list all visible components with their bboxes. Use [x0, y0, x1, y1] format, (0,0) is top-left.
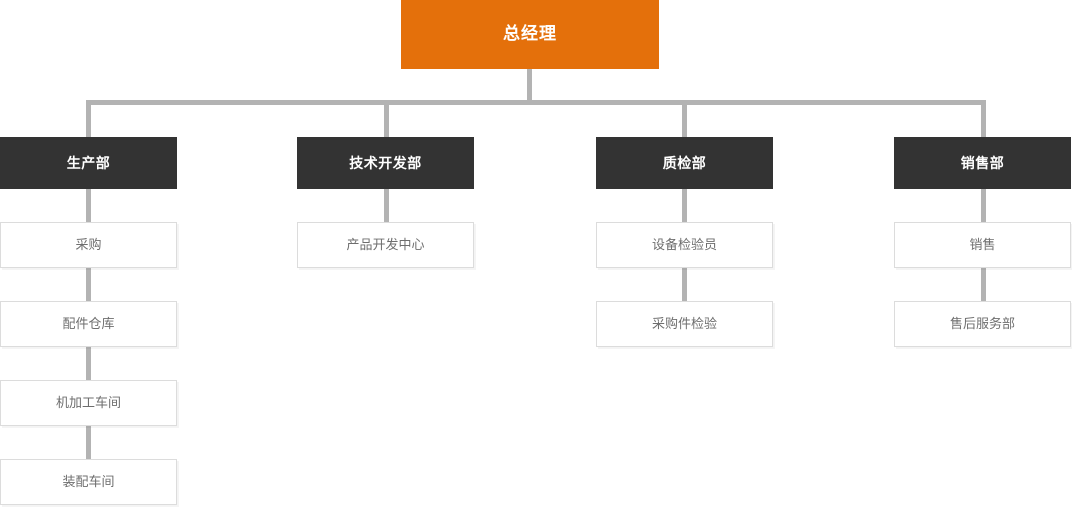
- connector-drop-dept-4: [981, 100, 986, 137]
- connector-col2-seg1: [384, 189, 389, 222]
- connector-root-stem: [527, 69, 532, 104]
- connector-col3-seg2: [682, 268, 687, 301]
- connector-col1-seg4: [86, 426, 91, 459]
- node-leaf-product-development-center[interactable]: 产品开发中心: [297, 222, 474, 268]
- connector-drop-dept-1: [86, 100, 91, 137]
- node-dept-quality-inspection[interactable]: 质检部: [596, 137, 773, 189]
- node-leaf-after-sales-service[interactable]: 售后服务部: [894, 301, 1071, 347]
- node-dept-tech-development[interactable]: 技术开发部: [297, 137, 474, 189]
- node-leaf-parts-warehouse[interactable]: 配件仓库: [0, 301, 177, 347]
- node-dept-sales[interactable]: 销售部: [894, 137, 1071, 189]
- node-leaf-equipment-inspector[interactable]: 设备检验员: [596, 222, 773, 268]
- node-leaf-purchased-parts-inspection[interactable]: 采购件检验: [596, 301, 773, 347]
- node-leaf-procurement[interactable]: 采购: [0, 222, 177, 268]
- connector-col1-seg3: [86, 347, 91, 380]
- connector-horizontal-bus: [86, 100, 986, 105]
- connector-drop-dept-2: [384, 100, 389, 137]
- connector-col3-seg1: [682, 189, 687, 222]
- node-leaf-assembly-workshop[interactable]: 装配车间: [0, 459, 177, 505]
- connector-col4-seg2: [981, 268, 986, 301]
- node-leaf-machining-workshop[interactable]: 机加工车间: [0, 380, 177, 426]
- node-dept-production[interactable]: 生产部: [0, 137, 177, 189]
- node-root-general-manager[interactable]: 总经理: [401, 0, 659, 69]
- connector-col1-seg2: [86, 268, 91, 301]
- connector-col4-seg1: [981, 189, 986, 222]
- node-leaf-sales[interactable]: 销售: [894, 222, 1071, 268]
- connector-col1-seg1: [86, 189, 91, 222]
- connector-drop-dept-3: [682, 100, 687, 137]
